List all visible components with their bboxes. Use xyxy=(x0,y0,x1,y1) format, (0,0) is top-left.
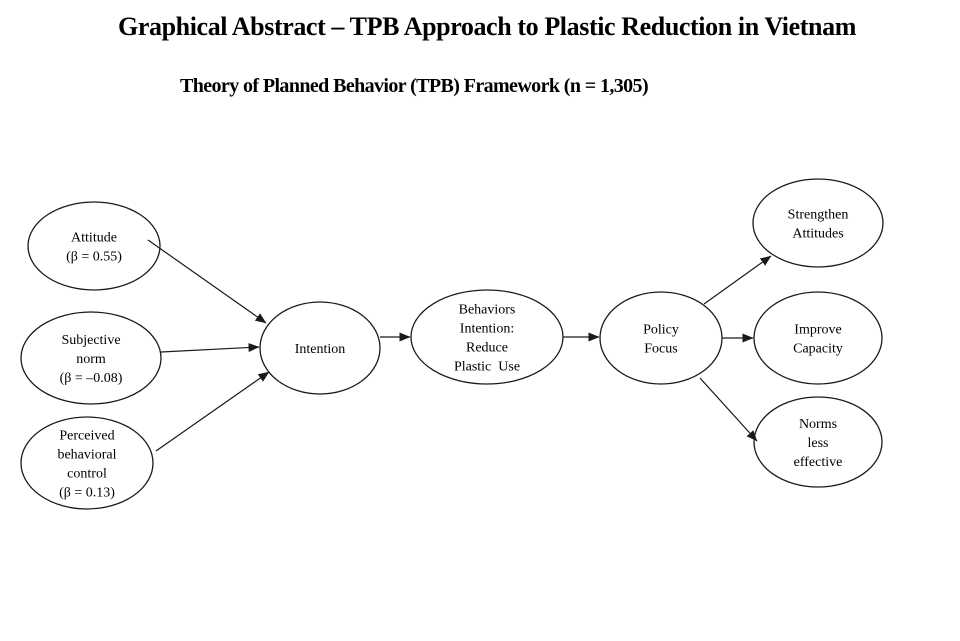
node-attitude-label: Attitude(β = 0.55) xyxy=(66,231,122,265)
edge-policy-focus-to-norms-less-effective xyxy=(699,377,758,442)
diagram-edges-layer xyxy=(147,239,772,452)
node-subjective-norm-shape xyxy=(20,311,162,405)
node-attitude-shape xyxy=(27,201,161,291)
node-intention-label: Intention xyxy=(295,342,346,357)
diagram-title: Graphical Abstract – TPB Approach to Pla… xyxy=(118,12,856,41)
node-policy-focus-shape xyxy=(599,291,723,385)
node-perceived-behavioral-control-shape xyxy=(20,416,154,510)
edge-policy-focus-to-strengthen-attitudes xyxy=(703,255,772,305)
node-improve-capacity-shape xyxy=(753,291,883,385)
edge-perceived-behavioral-control-to-intention xyxy=(155,371,270,452)
diagram-subtitle: Theory of Planned Behavior (TPB) Framewo… xyxy=(179,75,649,97)
edge-subjective-norm-to-intention xyxy=(160,343,260,353)
node-strengthen-attitudes-shape xyxy=(752,178,884,268)
node-norms-less-effective-shape xyxy=(753,396,883,488)
edge-attitude-to-intention xyxy=(147,239,267,324)
node-intention-shape xyxy=(259,301,381,395)
